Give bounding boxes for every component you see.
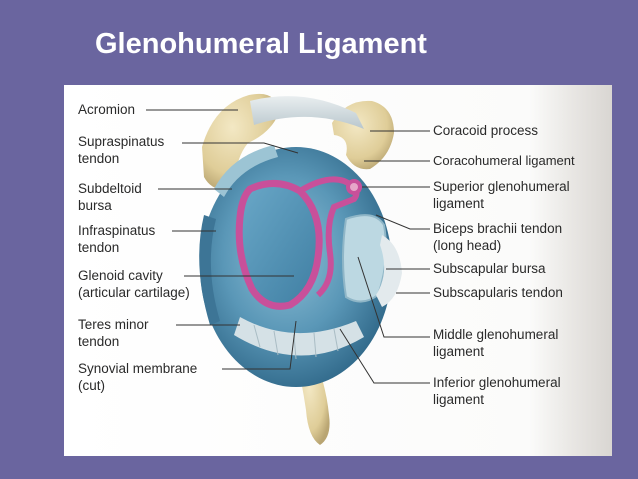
label-subscapular-bursa: Subscapular bursa bbox=[433, 261, 546, 276]
label-subdeltoid-2: bursa bbox=[78, 198, 112, 213]
label-glenoid-2: (articular cartilage) bbox=[78, 285, 190, 300]
label-synovial: Synovial membrane bbox=[78, 361, 198, 376]
infraspinatus-rim bbox=[199, 215, 220, 325]
label-supraspinatus-2: tendon bbox=[78, 151, 120, 166]
label-biceps: Biceps brachii tendon bbox=[433, 221, 563, 236]
label-middle-gh: Middle glenohumeral bbox=[433, 327, 559, 342]
label-teres-minor: Teres minor bbox=[78, 317, 149, 332]
label-superior-gh-2: ligament bbox=[433, 196, 485, 211]
label-synovial-2: (cut) bbox=[78, 378, 105, 393]
anatomy-figure: Acromion Supraspinatus tendon Subdeltoid… bbox=[64, 85, 612, 456]
label-inferior-gh-2: ligament bbox=[433, 392, 485, 407]
label-inferior-gh: Inferior glenohumeral bbox=[433, 375, 561, 390]
label-acromion: Acromion bbox=[78, 102, 136, 117]
label-coracohumeral: Coracohumeral ligament bbox=[433, 153, 575, 168]
superior-gh-ligament bbox=[298, 176, 360, 298]
inferior-capsule bbox=[234, 317, 364, 356]
label-infraspinatus-2: tendon bbox=[78, 240, 120, 255]
leader-lines bbox=[146, 109, 430, 384]
subdeltoid-rim bbox=[214, 145, 278, 197]
label-subscapularis: Subscapularis tendon bbox=[433, 285, 563, 300]
label-superior-gh: Superior glenohumeral bbox=[433, 179, 570, 194]
label-supraspinatus: Supraspinatus bbox=[78, 134, 165, 149]
slide-title: Glenohumeral Ligament bbox=[95, 28, 427, 60]
label-middle-gh-2: ligament bbox=[433, 344, 485, 359]
label-teres-minor-2: tendon bbox=[78, 334, 120, 349]
label-subdeltoid: Subdeltoid bbox=[78, 181, 142, 196]
subscapularis-tendon-shape bbox=[376, 235, 402, 307]
label-biceps-2: (long head) bbox=[433, 238, 502, 253]
label-infraspinatus: Infraspinatus bbox=[78, 223, 156, 238]
label-coracoid: Coracoid process bbox=[433, 123, 539, 138]
coracoacromial-band bbox=[250, 96, 364, 129]
shoulder-illustration bbox=[146, 93, 430, 445]
label-glenoid: Glenoid cavity bbox=[78, 268, 163, 283]
